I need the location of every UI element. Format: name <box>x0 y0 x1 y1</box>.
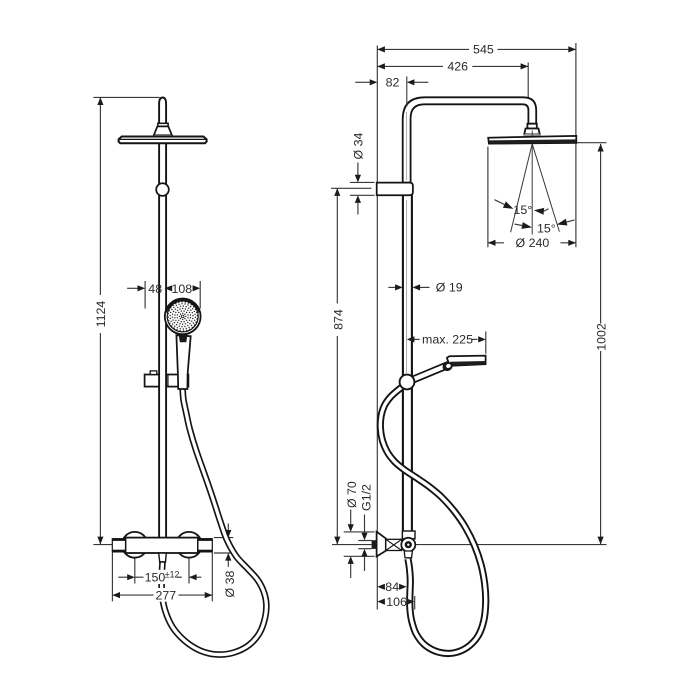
svg-text:1124: 1124 <box>94 301 108 328</box>
svg-text:426: 426 <box>447 60 468 74</box>
svg-text:82: 82 <box>386 76 400 90</box>
svg-text:Ø 34: Ø 34 <box>352 132 366 159</box>
svg-text:48: 48 <box>148 282 162 296</box>
svg-text:Ø 70: Ø 70 <box>345 481 359 508</box>
svg-text:G1/2: G1/2 <box>359 484 373 511</box>
svg-text:106: 106 <box>386 595 407 609</box>
svg-text:150: 150 <box>145 571 166 585</box>
svg-text:±12: ±12 <box>165 570 180 580</box>
svg-text:max. 225: max. 225 <box>422 333 473 347</box>
svg-text:15°: 15° <box>537 221 556 235</box>
svg-text:874: 874 <box>331 309 345 330</box>
svg-text:Ø 240: Ø 240 <box>516 236 550 250</box>
svg-text:277: 277 <box>155 589 176 603</box>
svg-text:Ø 38: Ø 38 <box>223 570 237 597</box>
svg-text:545: 545 <box>473 43 494 57</box>
svg-text:Ø 19: Ø 19 <box>436 281 463 295</box>
svg-text:84: 84 <box>385 580 399 594</box>
svg-text:108: 108 <box>171 282 192 296</box>
svg-text:15°: 15° <box>513 203 532 217</box>
svg-text:1002: 1002 <box>594 323 608 351</box>
